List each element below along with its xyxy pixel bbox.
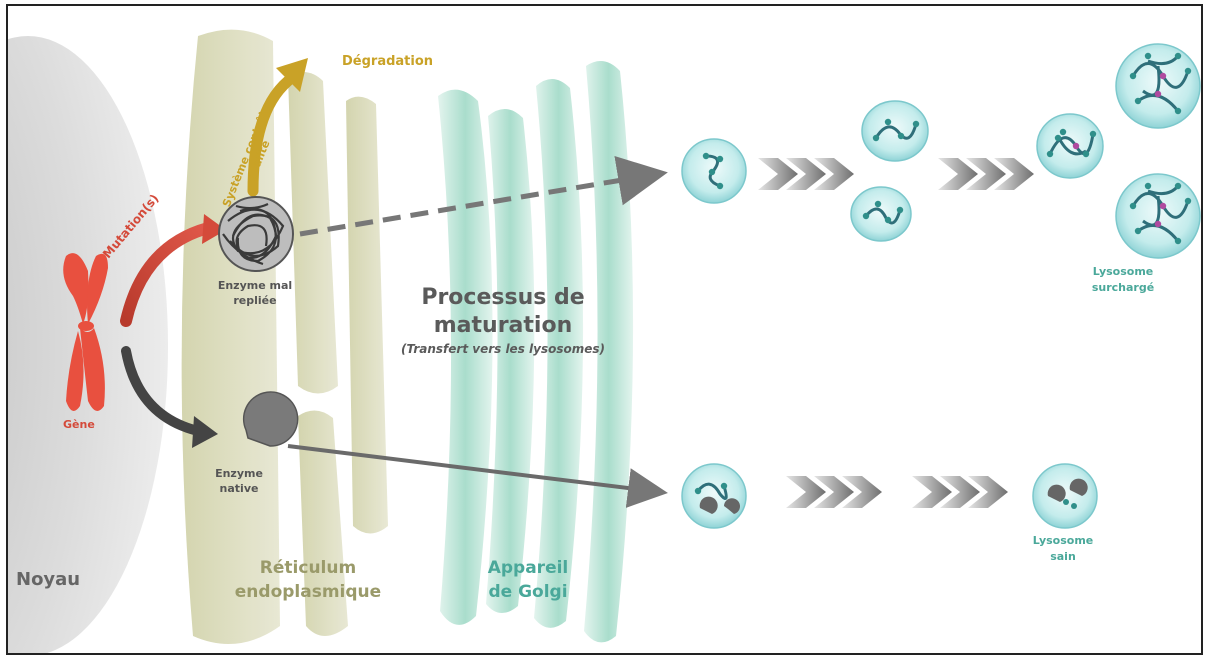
golgi-line1: Appareil bbox=[487, 558, 569, 578]
overloaded-lysosome-label: Lysosome surchargé bbox=[1078, 264, 1168, 296]
golgi-label: Appareil de Golgi bbox=[473, 556, 583, 604]
lysosome-healthy bbox=[1032, 463, 1098, 529]
overloaded-line2: surchargé bbox=[1091, 281, 1155, 294]
lysosome-stage3a bbox=[1036, 113, 1104, 179]
golgi-line2: de Golgi bbox=[488, 582, 568, 602]
native-arrow bbox=[121, 346, 203, 436]
native-enzyme-label: Enzyme native bbox=[204, 466, 274, 496]
overloaded-line1: Lysosome bbox=[1092, 265, 1154, 278]
degradation-arrowhead bbox=[276, 58, 308, 92]
chevrons-top-1 bbox=[758, 158, 854, 190]
process-line2: maturation bbox=[433, 313, 573, 338]
process-line1: Processus de bbox=[421, 285, 585, 310]
healthy-line2: sain bbox=[1050, 550, 1076, 563]
healthy-lysosome-label: Lysosome sain bbox=[1018, 533, 1108, 565]
lysosome-stage1 bbox=[681, 138, 747, 204]
solid-transfer-arrow bbox=[287, 444, 668, 508]
reticulum-line1: Réticulum bbox=[259, 558, 357, 578]
lysosome-stage2a bbox=[861, 100, 929, 162]
pacman-icon bbox=[242, 391, 299, 447]
chromosome-icon bbox=[63, 253, 108, 411]
mutation-arrow bbox=[120, 222, 214, 327]
native-line1: Enzyme bbox=[215, 467, 263, 480]
diagram-canvas bbox=[8, 29, 1201, 653]
reticulum-label: Réticulum endoplasmique bbox=[218, 556, 398, 604]
reticulum-line2: endoplasmique bbox=[234, 582, 382, 602]
misfolded-line1: Enzyme mal bbox=[217, 279, 293, 292]
dashed-transfer-arrow bbox=[299, 155, 668, 237]
lysosome-native-stage1 bbox=[681, 463, 747, 529]
lysosome-stage3c bbox=[1115, 173, 1201, 259]
diagram-frame: Noyau Gène Mutation(s) Système contrôle … bbox=[6, 4, 1203, 655]
process-label: Processus de maturation (Transfert vers … bbox=[368, 284, 638, 356]
lysosome-stage2b bbox=[850, 186, 912, 242]
reticulum-shape bbox=[181, 29, 388, 645]
degradation-label: Dégradation bbox=[342, 54, 434, 69]
chevrons-bottom-1 bbox=[786, 476, 882, 508]
mutation-arrowhead bbox=[202, 214, 226, 244]
degradation-arrow bbox=[247, 75, 294, 197]
tangle-icon bbox=[218, 196, 294, 272]
chevrons-bottom-2 bbox=[912, 476, 1008, 508]
native-line2: native bbox=[219, 482, 259, 495]
gene-label: Gène bbox=[63, 418, 95, 431]
healthy-line1: Lysosome bbox=[1032, 534, 1094, 547]
process-subtitle: (Transfert vers les lysosomes) bbox=[401, 342, 605, 356]
misfolded-enzyme-label: Enzyme mal repliée bbox=[202, 278, 308, 308]
golgi-shape bbox=[438, 61, 634, 643]
misfolded-line2: repliée bbox=[233, 294, 277, 307]
chevrons-top-2 bbox=[938, 158, 1034, 190]
lysosome-stage3b bbox=[1115, 43, 1201, 129]
native-arrowhead bbox=[192, 416, 218, 448]
nucleus-label: Noyau bbox=[16, 569, 81, 590]
